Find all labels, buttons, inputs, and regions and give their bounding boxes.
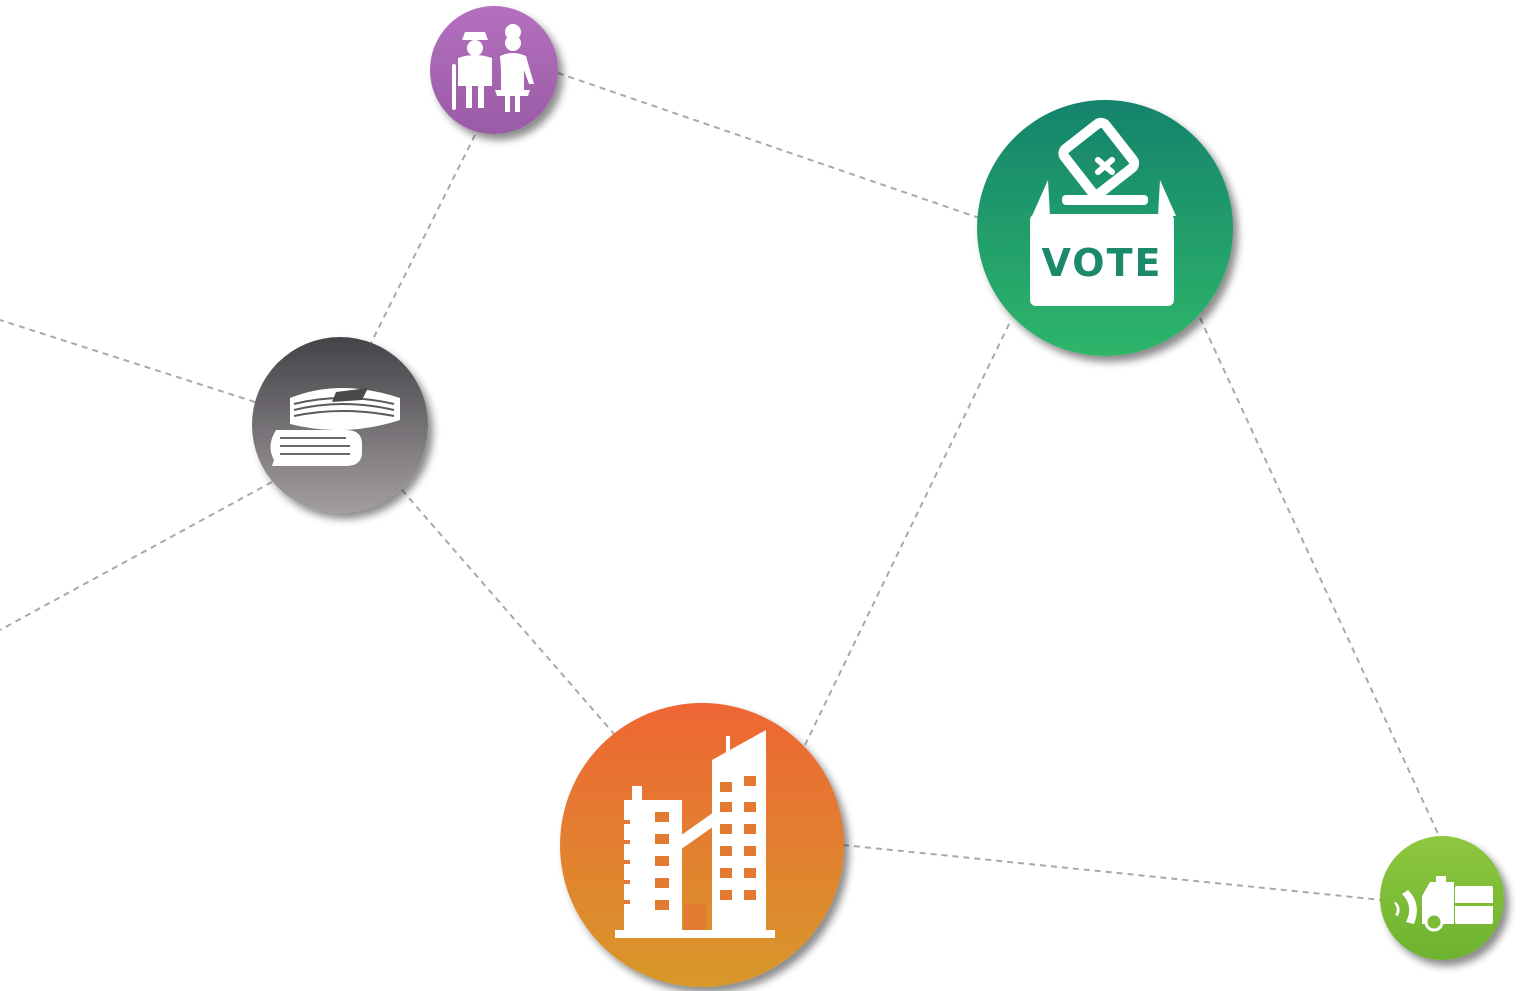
book-stack-icon bbox=[270, 388, 400, 466]
node-vote: VOTE bbox=[977, 100, 1233, 356]
node-books bbox=[252, 337, 428, 513]
snowplow-truck-icon bbox=[1394, 876, 1493, 932]
edge-buildings-snowplow bbox=[842, 844, 1383, 901]
node-elderly bbox=[430, 6, 558, 134]
edge-buildings-vote bbox=[804, 321, 1011, 746]
edge-vote-snowplow bbox=[1199, 317, 1441, 839]
ballot-box-icon bbox=[1030, 117, 1176, 306]
edge-books-offscreen-top bbox=[0, 319, 256, 403]
elderly-couple-icon bbox=[452, 24, 534, 112]
edge-books-offscreen-bottom bbox=[0, 481, 273, 631]
edge-elderly-vote bbox=[557, 72, 986, 221]
node-buildings bbox=[560, 703, 844, 987]
building-windows bbox=[624, 776, 756, 930]
edge-elderly-books bbox=[369, 134, 476, 346]
edge-books-buildings bbox=[401, 489, 616, 736]
node-snowplow bbox=[1380, 836, 1504, 960]
edges bbox=[0, 72, 1441, 901]
vote-label: VOTE bbox=[1042, 241, 1163, 285]
